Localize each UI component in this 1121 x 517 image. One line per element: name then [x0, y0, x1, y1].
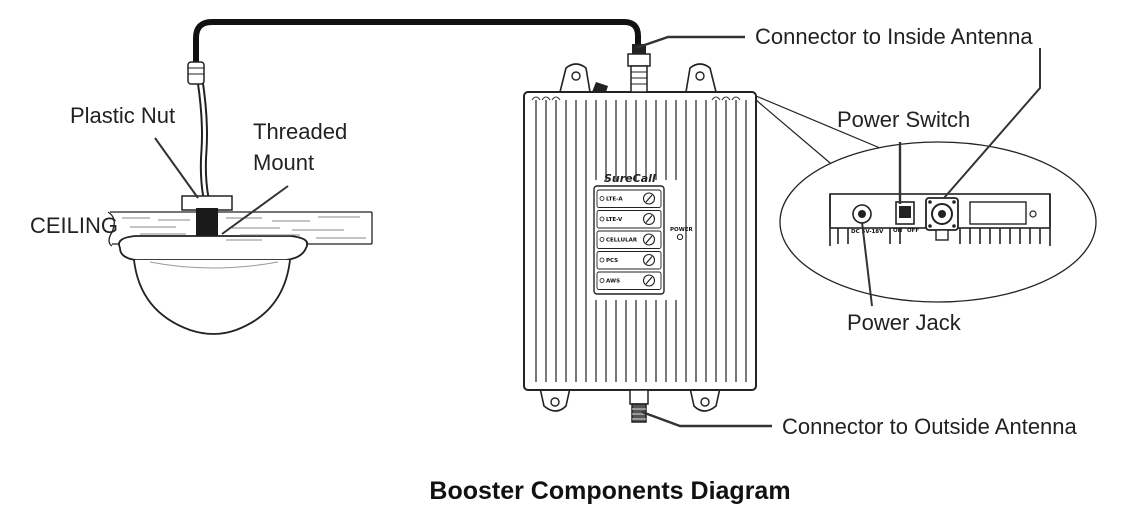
- band-label: LTE-A: [606, 197, 623, 203]
- power-led-label: POWER: [670, 227, 694, 233]
- threaded-mount-leader: [221, 185, 289, 235]
- band-led: [599, 237, 605, 242]
- threaded-mount-label-line2: Mount: [253, 150, 314, 175]
- ceiling: [107, 211, 373, 247]
- band-label: LTE-V: [606, 217, 623, 223]
- connector-inside-leader: [635, 35, 745, 50]
- power-switch-label: Power Switch: [837, 107, 970, 132]
- band-row: PCS: [596, 251, 662, 270]
- antenna-cable: [193, 19, 641, 75]
- connector-outside-label: Connector to Outside Antenna: [782, 414, 1078, 439]
- callout-line-top: [755, 95, 881, 149]
- band-row: CELLULAR: [596, 230, 662, 249]
- band-led: [599, 257, 605, 263]
- band-led: [599, 216, 605, 222]
- plastic-nut: [181, 195, 233, 211]
- band-knob-slot: [645, 194, 653, 203]
- brand-logo: SureCall: [604, 172, 656, 185]
- band-label: AWS: [606, 279, 620, 285]
- outside-antenna-connector: [629, 389, 649, 423]
- inside-antenna-connector: [627, 44, 651, 93]
- band-row: LTE-V: [596, 210, 662, 229]
- booster-unit: SureCall LTE-A LTE-V CELLULAR PCS AWS POWER: [523, 44, 757, 423]
- callout-line-bottom: [755, 99, 837, 169]
- detail-inside-leader: [943, 48, 1041, 199]
- dc-label: DC 5V-18V: [851, 229, 884, 235]
- booster-end-panel: DC 5V-18V ON OFF: [829, 193, 1051, 246]
- connector-inside-label: Connector to Inside Antenna: [755, 24, 1033, 49]
- power-led: [676, 233, 684, 241]
- band-label: PCS: [606, 258, 618, 264]
- dome-antenna: [118, 61, 309, 335]
- plastic-nut-leader: [154, 137, 199, 199]
- threaded-mount: [196, 208, 218, 242]
- band-knob-slot: [645, 235, 653, 244]
- band-label: CELLULAR: [606, 238, 638, 244]
- band-row: AWS: [596, 271, 662, 290]
- off-label: OFF: [907, 228, 919, 234]
- band-led: [599, 278, 605, 283]
- band-knob-slot: [645, 276, 653, 285]
- threaded-mount-label-line1: Threaded: [253, 119, 347, 144]
- band-led: [599, 196, 605, 201]
- on-label: ON: [893, 228, 903, 234]
- ceiling-label: CEILING: [30, 213, 118, 238]
- diagram-caption: Booster Components Diagram: [429, 477, 790, 505]
- plastic-nut-label: Plastic Nut: [70, 103, 175, 128]
- power-jack-label: Power Jack: [847, 310, 962, 335]
- connector-outside-leader: [641, 410, 772, 428]
- band-knob-slot: [645, 215, 653, 223]
- power-jack-leader: [861, 221, 873, 307]
- band-row: LTE-A: [596, 189, 662, 208]
- band-knob-slot: [645, 256, 653, 264]
